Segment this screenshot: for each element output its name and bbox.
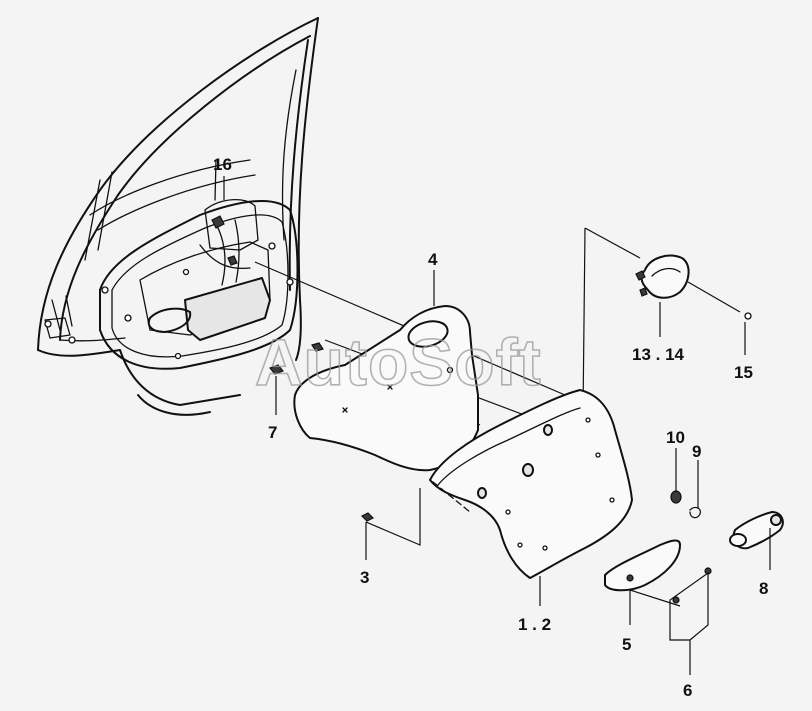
callout-3: 3 (360, 568, 369, 587)
callout-13-14: 13 . 14 (632, 345, 685, 364)
callout-leaders (223, 176, 771, 675)
callout-8: 8 (759, 579, 768, 598)
callout-labels: 16 4 13 . 14 15 7 10 9 3 1 . 2 5 8 6 (213, 155, 768, 700)
part-13-14-inner-handle (635, 254, 690, 299)
part-5-armrest (604, 539, 681, 592)
part-8-window-crank (729, 511, 784, 550)
small-fasteners (268, 312, 752, 604)
callout-1-2: 1 . 2 (518, 615, 551, 634)
watermark-text: AutoSoft (255, 325, 542, 399)
callout-6: 6 (683, 681, 692, 700)
callout-16: 16 (213, 155, 232, 174)
callout-7: 7 (268, 423, 277, 442)
inner-door-panel (99, 159, 299, 370)
callout-10: 10 (666, 428, 685, 447)
callout-15: 15 (734, 363, 753, 382)
part-1-2-trim-panel (429, 389, 633, 579)
callout-9: 9 (692, 442, 701, 461)
callout-4: 4 (428, 250, 438, 269)
callout-5: 5 (622, 635, 631, 654)
door-frame (37, 17, 319, 416)
